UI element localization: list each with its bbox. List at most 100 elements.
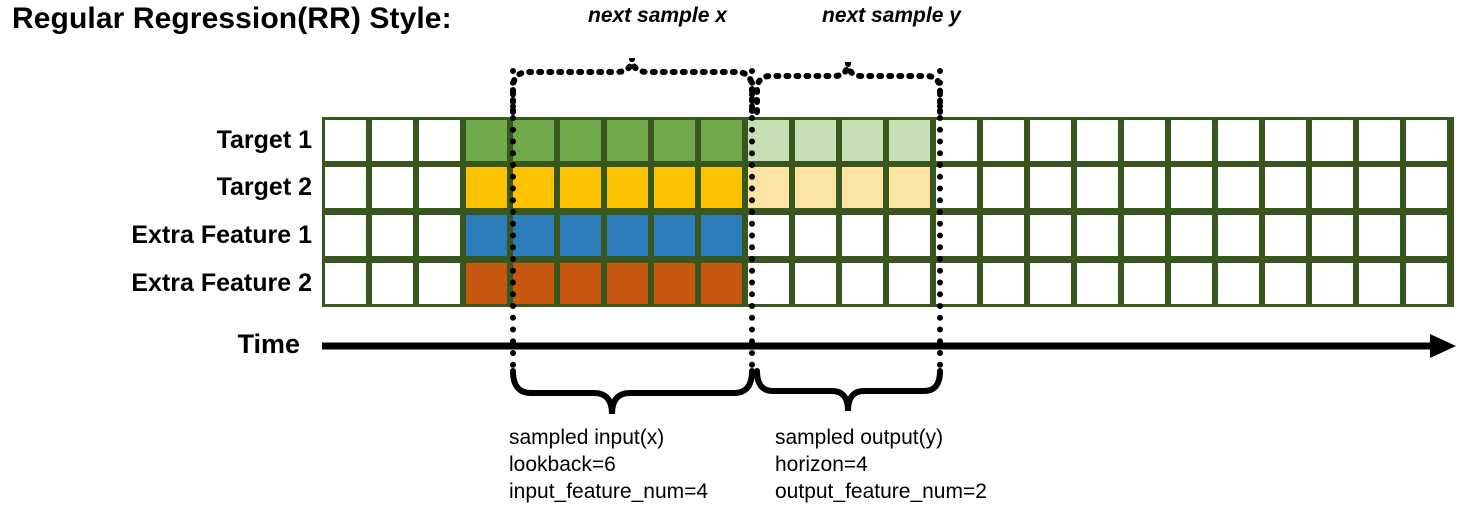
caption-sampled-output-line-1: sampled output(y) xyxy=(775,426,944,449)
caption-sampled-input-line-1: sampled input(x) xyxy=(509,426,665,449)
dotted-guide-output-end xyxy=(937,68,943,368)
grid-cell xyxy=(1124,215,1165,256)
grid-cell xyxy=(560,215,601,256)
grid-cell xyxy=(654,215,695,256)
grid-cell xyxy=(1030,215,1071,256)
brace-sampled-input xyxy=(510,368,755,415)
grid-cell xyxy=(889,167,930,208)
grid-cell xyxy=(419,120,460,161)
grid-cell xyxy=(325,263,366,304)
grid-cell xyxy=(607,167,648,208)
caption-sampled-output: sampled output(y) horizon=4 output_featu… xyxy=(775,424,987,505)
grid-cell xyxy=(1406,120,1447,161)
grid-cell xyxy=(466,120,507,161)
grid-cell xyxy=(560,120,601,161)
grid-cell xyxy=(1124,120,1165,161)
grid-cell xyxy=(1077,167,1118,208)
caption-next-sample-x: next sample x xyxy=(588,4,727,27)
grid-cell xyxy=(1312,263,1353,304)
grid-cell xyxy=(1359,120,1400,161)
time-axis-arrow xyxy=(322,334,1456,358)
grid-cell xyxy=(607,263,648,304)
grid-cell xyxy=(889,263,930,304)
row-label-extra-feature-1: Extra Feature 1 xyxy=(131,221,312,249)
grid-cell xyxy=(795,263,836,304)
grid-cell xyxy=(466,263,507,304)
brace-next-sample-y xyxy=(754,61,943,115)
grid-cell xyxy=(1265,167,1306,208)
grid-cell xyxy=(1406,167,1447,208)
grid-cell xyxy=(795,167,836,208)
grid-cell xyxy=(1218,120,1259,161)
grid-cell xyxy=(1124,263,1165,304)
grid-cell xyxy=(1171,263,1212,304)
grid-cell xyxy=(654,167,695,208)
grid-cell xyxy=(1218,215,1259,256)
grid-cell xyxy=(1265,120,1306,161)
grid-cell xyxy=(1406,215,1447,256)
grid-cell xyxy=(701,215,742,256)
brace-sampled-output xyxy=(754,368,943,412)
grid-cell xyxy=(560,167,601,208)
grid-cell xyxy=(1312,120,1353,161)
grid-cell xyxy=(372,120,413,161)
grid-cell xyxy=(701,263,742,304)
caption-sampled-output-line-2: horizon=4 xyxy=(775,453,868,476)
grid-cell xyxy=(419,263,460,304)
grid-cell xyxy=(983,167,1024,208)
grid-cell xyxy=(795,215,836,256)
grid-cell xyxy=(1030,263,1071,304)
grid-cell xyxy=(1077,120,1118,161)
time-axis-label: Time xyxy=(237,329,300,359)
grid-cell xyxy=(842,167,883,208)
dotted-guide-input-end xyxy=(749,68,755,368)
caption-sampled-output-line-3: output_feature_num=2 xyxy=(775,480,987,503)
grid-cell xyxy=(372,215,413,256)
grid-cell xyxy=(1359,263,1400,304)
grid-cell xyxy=(983,263,1024,304)
grid-cell xyxy=(513,215,554,256)
grid-cell xyxy=(607,120,648,161)
grid-cell xyxy=(466,215,507,256)
grid-cell xyxy=(654,120,695,161)
grid-cell xyxy=(1077,215,1118,256)
grid-cell xyxy=(372,167,413,208)
grid-cell xyxy=(1265,215,1306,256)
grid-cell xyxy=(983,215,1024,256)
caption-sampled-input-line-3: input_feature_num=4 xyxy=(509,480,709,503)
grid-cell xyxy=(842,215,883,256)
grid-cell xyxy=(513,120,554,161)
grid-cell xyxy=(1030,120,1071,161)
grid-cell xyxy=(795,120,836,161)
grid-cell xyxy=(1312,215,1353,256)
grid-cell xyxy=(1218,263,1259,304)
grid-cell xyxy=(1359,167,1400,208)
grid-cell xyxy=(1077,263,1118,304)
grid-row-extra-feature-2 xyxy=(322,260,1454,307)
grid-cell xyxy=(1171,167,1212,208)
grid-cell xyxy=(1171,120,1212,161)
row-label-extra-feature-2: Extra Feature 2 xyxy=(131,269,312,297)
row-label-target-1: Target 1 xyxy=(216,126,312,154)
grid-cell xyxy=(983,120,1024,161)
grid-cell xyxy=(1265,263,1306,304)
grid-cell xyxy=(513,167,554,208)
grid-row-target-1 xyxy=(322,117,1454,164)
row-label-column: Target 1 Target 2 Extra Feature 1 Extra … xyxy=(0,117,312,307)
grid-cell xyxy=(701,120,742,161)
caption-sampled-input-line-2: lookback=6 xyxy=(509,453,616,476)
grid-cell xyxy=(654,263,695,304)
grid-cell xyxy=(1312,167,1353,208)
grid-cell xyxy=(1124,167,1165,208)
grid-cell xyxy=(325,120,366,161)
grid-row-extra-feature-1 xyxy=(322,212,1454,259)
grid-cell xyxy=(1030,167,1071,208)
grid-cell xyxy=(372,263,413,304)
grid-cell xyxy=(607,215,648,256)
grid-cell xyxy=(419,215,460,256)
grid-cell xyxy=(842,263,883,304)
grid-cell xyxy=(1359,215,1400,256)
grid-cell xyxy=(842,120,883,161)
caption-next-sample-y: next sample y xyxy=(822,4,961,27)
brace-next-sample-x xyxy=(510,57,755,115)
